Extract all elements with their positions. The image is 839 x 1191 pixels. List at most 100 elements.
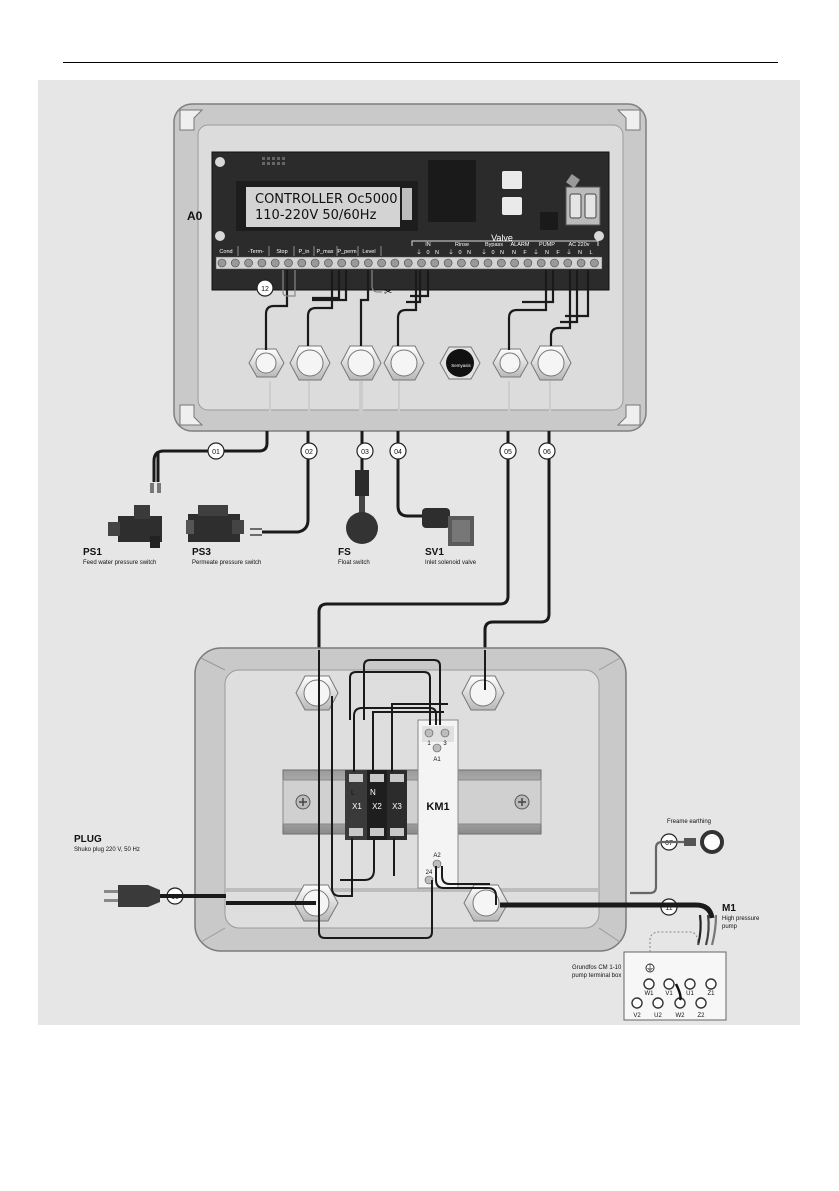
terminal-sub-label: ⏚ <box>481 249 487 256</box>
block-x1: X1 <box>352 802 362 811</box>
terminal-screw[interactable] <box>257 258 267 268</box>
terminal-screw[interactable] <box>350 258 360 268</box>
terminal-group-label: P_in <box>298 249 309 255</box>
terminal-screw[interactable] <box>470 258 480 268</box>
cable-number: 05 <box>504 449 512 456</box>
cable-label: 02 <box>300 442 318 460</box>
blanking-plug-label: Semyasis <box>451 363 471 368</box>
jumper-label: 12 <box>256 279 274 297</box>
terminal-screw[interactable] <box>443 258 453 268</box>
terminal-screw[interactable] <box>403 258 413 268</box>
pcb-button-up[interactable] <box>502 171 522 189</box>
cable-number: 11 <box>665 905 672 912</box>
pump-terminal-label: V1 <box>665 991 673 997</box>
ps3-desc: Permeate pressure switch <box>192 560 261 566</box>
terminal-screw[interactable] <box>576 258 586 268</box>
jumper-number: 12 <box>261 286 269 293</box>
km1-term-3: 3 <box>443 741 447 747</box>
terminal-screw[interactable] <box>244 258 253 268</box>
m1-desc-2: pump <box>722 924 738 930</box>
terminal-sub-label: ⏚ <box>448 249 454 256</box>
terminal-sub-label: N <box>545 250 549 256</box>
pump-terminal-label: Z1 <box>707 991 715 997</box>
terminal-screw[interactable] <box>563 258 573 268</box>
terminal-screw[interactable] <box>496 258 506 268</box>
terminal-screw[interactable] <box>510 258 519 268</box>
blanking-plug <box>439 346 481 380</box>
terminal-screw[interactable] <box>377 258 386 268</box>
terminal-group-label: -Term- <box>248 249 264 255</box>
km1-a2: A2 <box>433 853 441 859</box>
terminal-screw[interactable] <box>390 258 400 268</box>
terminal-group-label: AC 220v <box>568 242 589 248</box>
contactor-wires <box>318 650 497 939</box>
pcb-button-down[interactable] <box>502 197 522 215</box>
ps1-desc: Feed water pressure switch <box>83 560 156 566</box>
terminal-screw[interactable] <box>457 258 466 268</box>
terminal-screw[interactable] <box>310 258 320 268</box>
pump-terminal <box>663 978 675 990</box>
cable-label: 01 <box>207 442 225 460</box>
terminal-group-label: Rinse <box>455 242 469 248</box>
km1-term-1: 1 <box>427 741 431 747</box>
terminal-sub-label: 0 <box>458 250 461 256</box>
terminal-sub-label: N <box>500 250 504 256</box>
terminal-sub-label: 0 <box>491 250 494 256</box>
ps1-device <box>108 505 162 548</box>
sv1-code: SV1 <box>425 547 444 558</box>
cable-number: 02 <box>305 449 313 456</box>
pump-terminal <box>652 997 664 1009</box>
pump-terminal-label: W2 <box>676 1013 686 1019</box>
terminal-group-label: Cond <box>219 249 232 255</box>
terminal-screw[interactable] <box>550 258 559 268</box>
terminal-group-label: Level <box>362 249 375 255</box>
cable-number: 04 <box>394 449 402 456</box>
lcd-line-2: 110-220V 50/60Hz <box>255 208 377 223</box>
block-n-label: N <box>370 788 376 797</box>
earth-desc: Freame earthing <box>667 819 711 825</box>
fs-code: FS <box>338 547 351 558</box>
pump-earth-symbol: ⏚ <box>645 963 654 973</box>
terminal-screw[interactable] <box>536 258 546 268</box>
km1-label: KM1 <box>426 801 449 813</box>
shuko-plug <box>104 885 160 907</box>
terminal-screw[interactable] <box>324 258 333 268</box>
ps1-code: PS1 <box>83 547 102 558</box>
pump-terminal <box>705 978 717 990</box>
terminal-screw[interactable] <box>430 258 440 268</box>
sv1-desc: Inlet solenoid valve <box>425 560 477 566</box>
fs-device <box>346 470 378 544</box>
terminal-group-label: P_max <box>316 249 333 255</box>
terminal-screw[interactable] <box>523 258 533 268</box>
terminal-screw[interactable] <box>284 258 293 268</box>
terminal-screw[interactable] <box>270 258 280 268</box>
terminal-screw[interactable] <box>417 258 426 268</box>
terminal-screw[interactable] <box>590 258 599 268</box>
valve-header: Valve <box>491 233 513 243</box>
terminal-screw[interactable] <box>483 258 493 268</box>
ps3-code: PS3 <box>192 547 211 558</box>
cables <box>152 431 551 652</box>
terminal-screw[interactable] <box>363 258 373 268</box>
terminal-group-label: ALARM <box>511 242 530 248</box>
terminal-sub-label: F <box>523 250 527 256</box>
m1-code: M1 <box>722 903 736 914</box>
lcd-line-1: CONTROLLER Oc5000 <box>255 192 398 207</box>
terminal-screw[interactable] <box>337 258 347 268</box>
terminal-screw[interactable] <box>217 258 227 268</box>
terminal-screw[interactable] <box>297 258 307 268</box>
pump-terminal-label: Z2 <box>697 1013 705 1019</box>
terminal-sub-label: ⏚ <box>416 249 422 256</box>
terminal-sub-label: F <box>556 250 560 256</box>
terminal-group-label: PUMP <box>539 242 555 248</box>
cable-number: 07 <box>665 840 673 847</box>
pump-terminal <box>643 978 655 990</box>
cable-number: 03 <box>361 449 369 456</box>
terminal-screw[interactable] <box>231 258 240 268</box>
terminal-sub-label: L <box>589 250 592 256</box>
earth-ring-terminal <box>684 830 724 854</box>
terminal-group-label: P_perm <box>337 249 357 255</box>
terminal-sub-label: ⏚ <box>533 249 539 256</box>
block-x3: X3 <box>392 802 402 811</box>
block-x2: X2 <box>372 802 382 811</box>
